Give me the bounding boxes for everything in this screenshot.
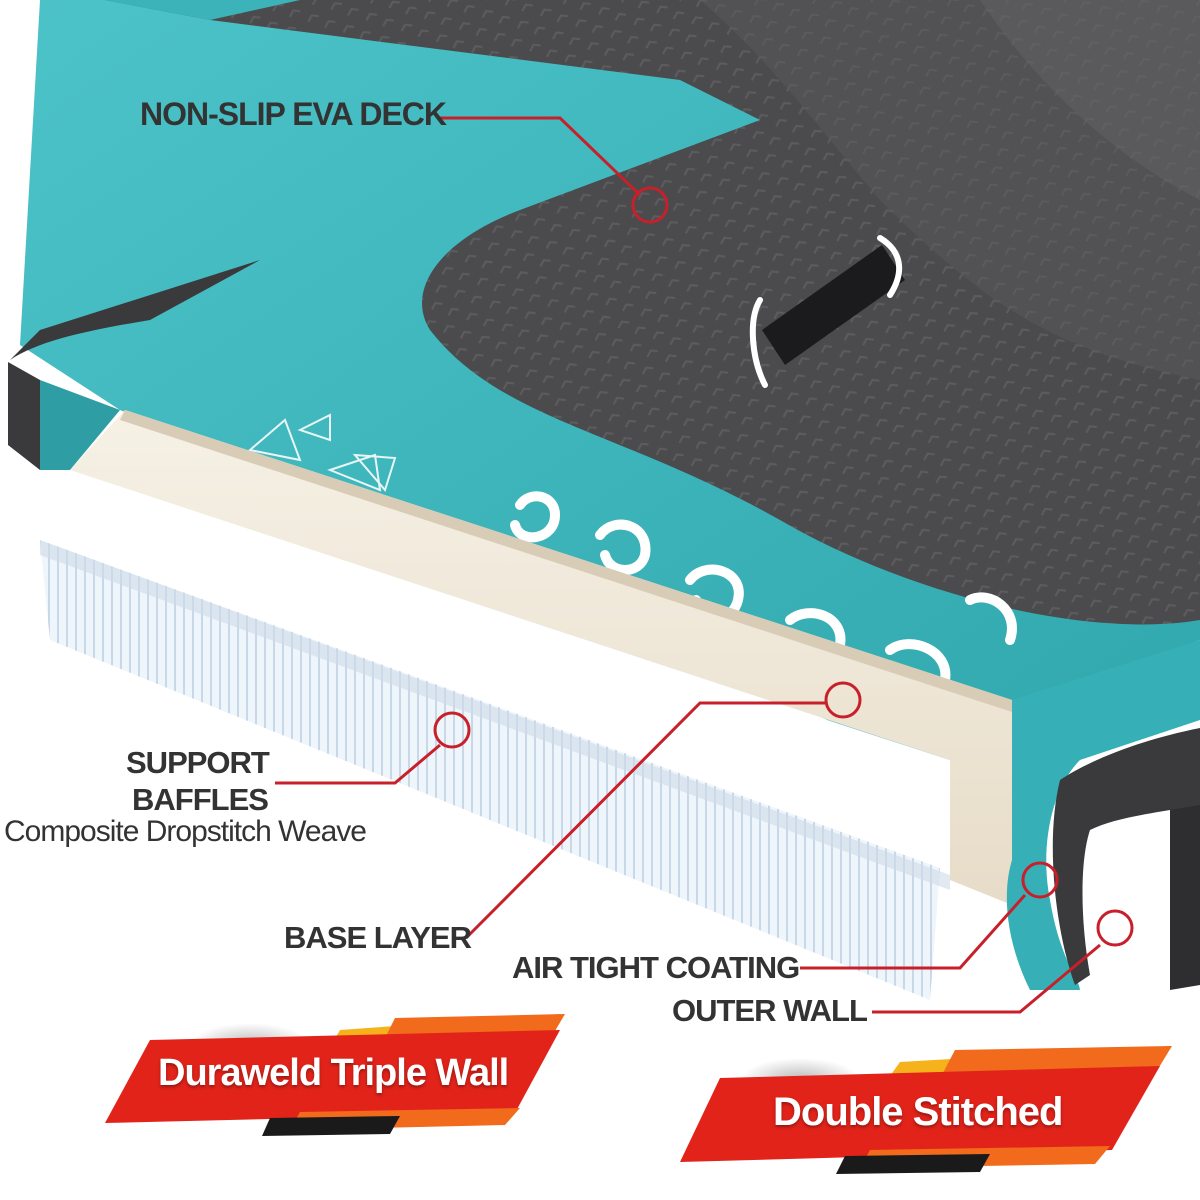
outer-leader — [872, 943, 1101, 1014]
double-stitched-badge: Double Stitched — [773, 1090, 1063, 1134]
baffles-label-line1: SUPPORT — [126, 745, 270, 780]
baffles-sublabel: Composite Dropstitch Weave — [4, 815, 367, 848]
badge-right-shape — [680, 1046, 1172, 1174]
deck-leader — [440, 116, 642, 197]
outer-marker — [1096, 909, 1134, 947]
deck-label: NON-SLIP EVA DECK — [140, 96, 447, 132]
coating-marker — [1021, 861, 1059, 899]
duraweld-triple-wall-badge: Duraweld Triple Wall — [158, 1052, 509, 1094]
base-layer-label: BASE LAYER — [284, 920, 472, 955]
base-layer-foam — [70, 410, 1012, 905]
decorative-triangles — [247, 413, 397, 493]
badge-left-shape — [105, 1014, 565, 1136]
right-rail-dark — [1052, 728, 1200, 985]
base-marker — [824, 681, 862, 719]
left-rail — [10, 260, 260, 360]
right-rail-teal — [1006, 640, 1200, 990]
deck-handle — [749, 235, 905, 388]
outer-wall-label: OUTER WALL — [672, 993, 868, 1028]
baffles-leader — [275, 743, 441, 785]
air-tight-coating-label: AIR TIGHT COATING — [512, 950, 800, 985]
deck-marker — [631, 186, 669, 224]
deck-pad — [105, 0, 1200, 625]
coating-leader — [800, 894, 1027, 970]
base-leader — [464, 701, 825, 940]
baffles-label-line2: BAFFLES — [132, 782, 269, 817]
support-baffles — [40, 470, 950, 875]
callout-leaders — [275, 116, 1134, 1014]
baffles-marker — [433, 711, 471, 749]
